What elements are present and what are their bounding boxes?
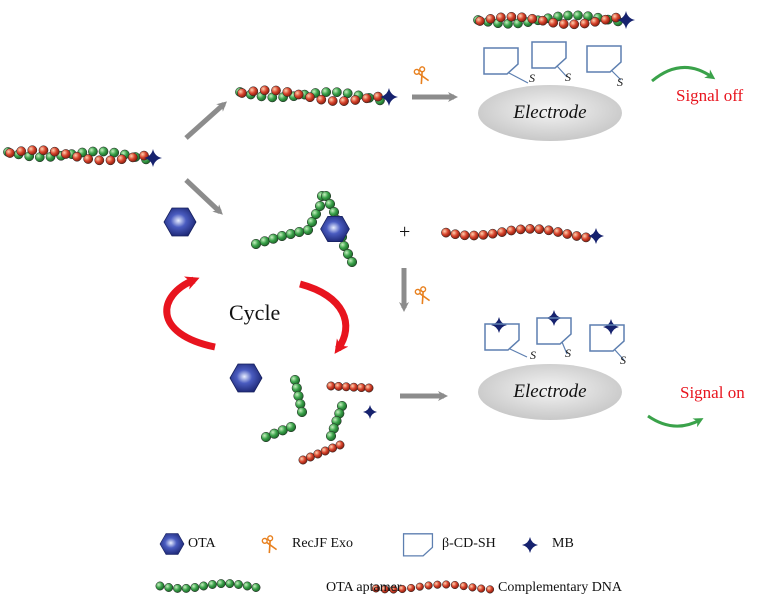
mb-star-icon: [144, 149, 162, 167]
scissors-icon: [412, 65, 431, 86]
thiol-s-label: S: [565, 70, 571, 84]
aptamer-cdna-duplex-top: [235, 85, 385, 106]
legend-aptamer-chain: [155, 579, 261, 593]
arrow-to-top-path: [184, 101, 227, 140]
scissors-icon: [413, 285, 432, 306]
electrode-top: [478, 85, 622, 141]
ota-aptamer-complex: [250, 190, 358, 268]
mb-star-icon: [491, 317, 507, 333]
digested-fragments: [260, 374, 374, 465]
signal-on-label: Signal on: [680, 383, 745, 402]
mb-star-icon: [617, 11, 635, 29]
cycle-arrow-left: [163, 276, 216, 351]
thiol-s-label: S: [617, 75, 623, 89]
legend-exo-label: RecJF Exo: [292, 536, 354, 551]
legend-cup-icon: [402, 533, 434, 557]
aptamer-cdna-duplex-left: [3, 145, 151, 166]
mb-star-icon: [603, 319, 619, 335]
cd-cups-top: [483, 41, 622, 84]
ota-hexagon-icon: [163, 207, 197, 237]
signal-off-arrow: [651, 65, 716, 83]
legend-scissors-icon: [260, 534, 279, 555]
electrode-bottom-label: Electrode: [513, 381, 587, 402]
mb-star-icon: [380, 88, 398, 106]
electrode-bottom: [478, 364, 622, 420]
process-arrows: [184, 92, 458, 401]
legend-cdna-chain: [371, 580, 495, 594]
mb-star-icon: [588, 228, 604, 244]
legend-cdna-label: Complementary DNA: [498, 580, 623, 595]
thiol-s-label: S: [530, 348, 536, 362]
cd-cups-bottom: [484, 317, 625, 361]
legend-ota-hexagon-icon: [159, 533, 185, 555]
electrode-top-label: Electrode: [513, 102, 587, 123]
mb-star-icon: [522, 537, 538, 553]
mb-star-icon: [363, 405, 377, 419]
free-complementary-dna: [441, 224, 591, 243]
cycle-arrow-right: [299, 280, 350, 354]
aptamer-cdna-duplex-on-electrode: [473, 10, 623, 30]
arrow-to-ota-path: [184, 178, 223, 215]
thiol-s-label: S: [620, 353, 626, 367]
legend-ota-label: OTA: [188, 536, 216, 551]
legend-mb-label: MB: [552, 536, 574, 551]
legend-aptamer-label: OTA aptamer: [326, 580, 402, 595]
ota-released-hexagon-icon: [229, 363, 263, 393]
legend-cd-label: β-CD-SH: [442, 536, 496, 551]
cycle-label: Cycle: [229, 300, 281, 325]
signal-on-arrow: [647, 414, 704, 428]
signal-off-label: Signal off: [676, 86, 744, 105]
thiol-s-label: S: [565, 346, 571, 360]
thiol-s-label: S: [529, 71, 535, 85]
plus-sign: +: [399, 221, 411, 243]
